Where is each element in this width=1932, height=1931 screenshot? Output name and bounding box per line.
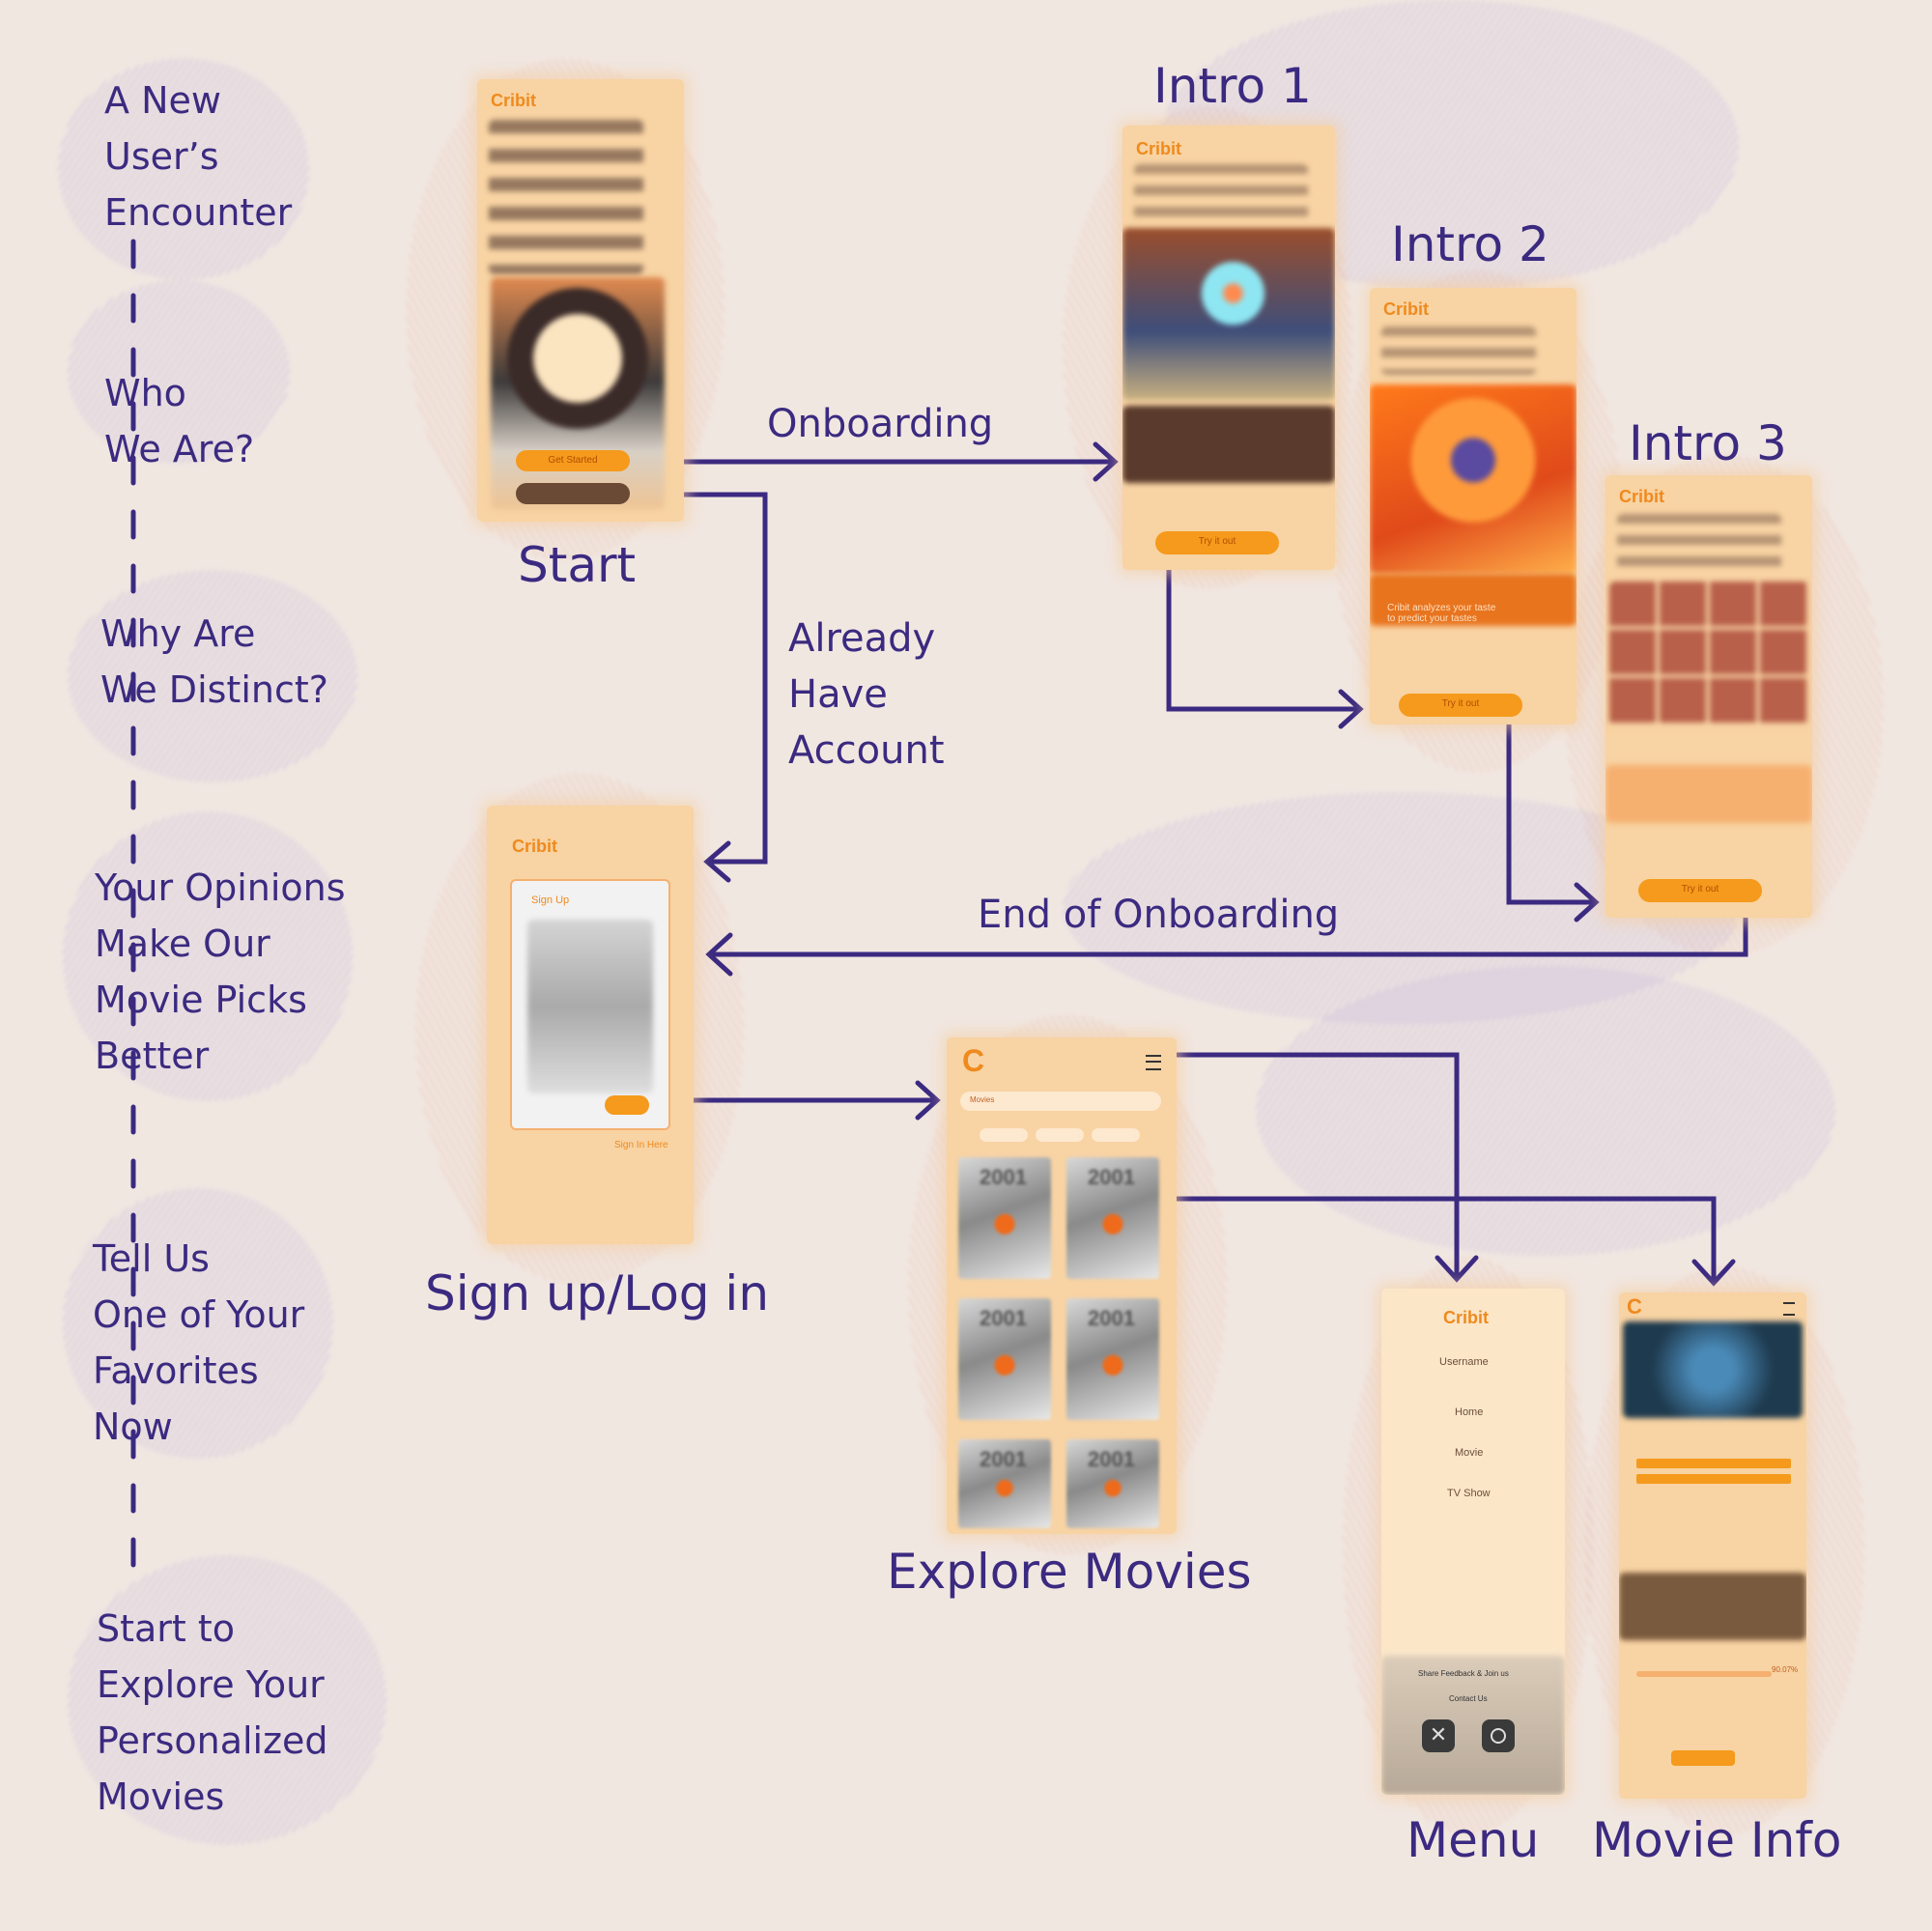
brand-logo: Cribit (1619, 487, 1664, 506)
intro1-illustration (1122, 228, 1335, 400)
poster-grid (1609, 582, 1808, 726)
screen-intro2: Cribit Cribit analyzes your taste to pre… (1370, 288, 1577, 724)
headline-text-blur (1381, 327, 1536, 375)
rating-slider[interactable] (1636, 1671, 1772, 1677)
menu-username[interactable]: Username (1439, 1356, 1489, 1368)
movie-banner (1623, 1321, 1803, 1418)
flow-label-end-onboarding: End of Onboarding (978, 893, 1340, 937)
menu-footer (1381, 1656, 1565, 1795)
intro2-illustration (1370, 384, 1577, 574)
title-intro1: Intro 1 (1153, 58, 1312, 114)
caption-band (1370, 574, 1577, 626)
sign-in-link[interactable]: Sign In Here (614, 1140, 668, 1150)
menu-item-movie[interactable]: Movie (1455, 1447, 1484, 1459)
arrow-already-account (630, 492, 768, 865)
arrow-intro2-intro3 (1506, 702, 1597, 905)
try-it-out-button[interactable]: Try it out (1155, 531, 1279, 554)
arrowhead-intro1-intro2 (1338, 689, 1364, 729)
step-who-we-are: Who We Are? (104, 372, 255, 470)
movie-poster[interactable]: 2001 (1066, 1439, 1159, 1528)
title-explore: Explore Movies (887, 1544, 1252, 1600)
hamburger-menu-icon[interactable] (1146, 1055, 1161, 1070)
arrow-explore-movieinfo (1145, 1196, 1717, 1284)
screen-signup: Cribit Sign Up Sign In Here (487, 806, 694, 1244)
step-why-distinct: Why Are We Distinct? (100, 612, 328, 711)
step-explore-personalized: Start to Explore Your Personalized Movie… (97, 1607, 328, 1818)
title-start: Start (518, 537, 637, 593)
tab-movies[interactable]: Movies (970, 1095, 995, 1104)
arrow-intro1-intro2 (1166, 542, 1360, 712)
x-social-icon[interactable]: ✕ (1422, 1719, 1455, 1752)
headline-text-blur (1134, 164, 1308, 222)
explore-logo: C (962, 1043, 985, 1078)
screen-intro3: Cribit Try it out (1605, 475, 1812, 918)
instagram-icon[interactable] (1482, 1719, 1515, 1752)
screen-explore: C Movies 2001 2001 2001 2001 2001 2001 (947, 1037, 1177, 1534)
rating-panel (1605, 765, 1812, 823)
menu-item-home[interactable]: Home (1455, 1406, 1484, 1418)
title-intro3: Intro 3 (1629, 415, 1787, 471)
signup-submit-button[interactable] (605, 1095, 649, 1115)
filter-chip[interactable] (1036, 1128, 1084, 1142)
headline-text-blur (1617, 514, 1781, 572)
brand-logo: Cribit (1136, 139, 1181, 158)
try-it-out-button[interactable]: Try it out (1399, 694, 1522, 717)
title-signup: Sign up/Log in (425, 1265, 770, 1321)
movie-poster[interactable]: 2001 (1066, 1157, 1159, 1279)
headline-text-blur (489, 120, 643, 274)
arrowhead-already-account (703, 840, 731, 883)
title-menu: Menu (1406, 1812, 1540, 1868)
filter-chip[interactable] (1092, 1128, 1140, 1142)
arrowhead-intro2-intro3 (1574, 882, 1600, 923)
arrowhead-onboarding (1093, 441, 1119, 482)
text-panel (1122, 406, 1335, 483)
submit-rating-button[interactable] (1671, 1750, 1735, 1766)
search-bar[interactable]: Movies (960, 1092, 1161, 1111)
arrow-explore-menu (1164, 1052, 1460, 1280)
arrowhead-signup-explore (915, 1080, 941, 1121)
movie-poster[interactable]: 2001 (958, 1157, 1051, 1279)
brand-logo: Cribit (1383, 299, 1429, 319)
signup-title: Sign Up (531, 895, 570, 906)
brand-logo: Cribit (1443, 1308, 1489, 1327)
login-button[interactable] (516, 483, 630, 504)
get-started-button[interactable]: Get Started (516, 450, 630, 471)
movie-info-logo: C (1627, 1294, 1642, 1319)
movie-poster[interactable]: 2001 (958, 1439, 1051, 1528)
hamburger-menu-icon[interactable] (1783, 1302, 1795, 1316)
movie-poster[interactable]: 2001 (1066, 1298, 1159, 1420)
brand-logo: Cribit (491, 91, 536, 110)
flow-label-already-account: Already Have Account (788, 616, 945, 773)
arrowhead-explore-movieinfo (1691, 1259, 1736, 1287)
filter-chip[interactable] (980, 1128, 1028, 1142)
info-tag-row (1636, 1474, 1791, 1484)
screen-movie-info: C 90.07% (1619, 1292, 1806, 1799)
screen-start: Cribit Get Started (477, 79, 684, 522)
title-intro2: Intro 2 (1391, 216, 1549, 272)
brand-logo: Cribit (512, 837, 557, 856)
signup-form-blur (527, 920, 653, 1093)
cast-panel (1619, 1573, 1806, 1640)
step-tell-favorites: Tell Us One of Your Favorites Now (93, 1237, 305, 1448)
step-new-user: A New User’s Encounter (104, 79, 293, 234)
step-your-opinions: Your Opinions Make Our Movie Picks Bette… (95, 866, 346, 1077)
arrowhead-end-onboarding (705, 932, 733, 977)
signup-card: Sign Up (510, 879, 670, 1130)
rating-percent: 90.07% (1772, 1665, 1799, 1674)
menu-item-tv-show[interactable]: TV Show (1447, 1488, 1491, 1499)
screen-intro1: Cribit Try it out (1122, 126, 1335, 570)
menu-share-feedback[interactable]: Share Feedback & Join us (1418, 1669, 1509, 1678)
try-it-out-button[interactable]: Try it out (1638, 879, 1762, 902)
menu-contact-us[interactable]: Contact Us (1449, 1694, 1488, 1703)
title-movie-info: Movie Info (1592, 1812, 1842, 1868)
movie-poster[interactable]: 2001 (958, 1298, 1051, 1420)
intro2-caption: Cribit analyzes your taste to predict yo… (1387, 603, 1496, 624)
info-tag-row (1636, 1459, 1791, 1468)
hero-illustration (491, 277, 665, 509)
arrowhead-explore-menu (1435, 1255, 1479, 1283)
screen-menu: Cribit Username Home Movie TV Show Share… (1381, 1289, 1565, 1795)
flow-label-onboarding: Onboarding (767, 402, 994, 446)
